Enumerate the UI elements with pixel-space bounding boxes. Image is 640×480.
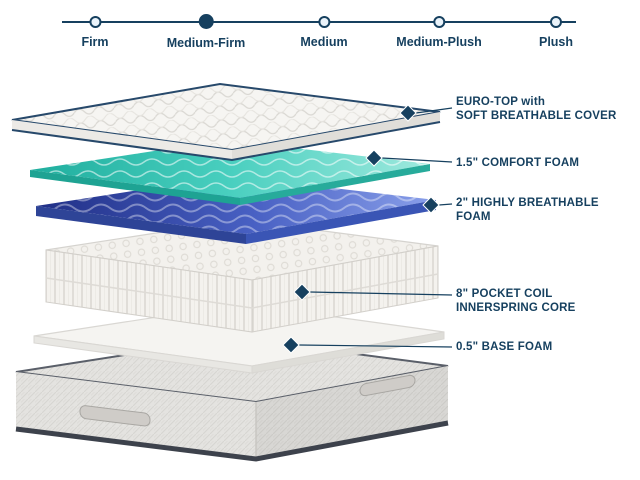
foundation-handle-left — [79, 405, 151, 427]
label-euro-top-line1: EURO-TOP with — [456, 96, 546, 108]
firmness-label-plush[interactable]: Plush — [538, 35, 574, 49]
euro-top-layer — [11, 82, 441, 162]
euro-top-piping — [11, 121, 441, 162]
firmness-label-medium-plush[interactable]: Medium-Plush — [396, 35, 482, 49]
firmness-dot-firm[interactable] — [89, 16, 101, 28]
firmness-scale: Firm Medium-Firm Medium Medium-Plush Plu… — [0, 6, 640, 58]
leader-lines — [298, 107, 453, 348]
firmness-label-medium-firm[interactable]: Medium-Firm — [166, 36, 246, 50]
label-pocket-coil: 8" POCKET COIL INNERSPRING CORE — [456, 288, 640, 315]
diamond-comfort-foam — [365, 149, 383, 167]
label-euro-top-line2: SOFT BREATHABLE COVER — [456, 109, 617, 122]
diamond-pocket-coil — [293, 283, 311, 301]
pocket-coil-layer — [45, 219, 439, 333]
diamond-breathable-foam — [422, 196, 440, 214]
comfort-foam-layer — [30, 140, 430, 205]
label-comfort-foam: 1.5" COMFORT FOAM — [456, 157, 640, 171]
diamond-euro-top — [399, 104, 417, 122]
label-comfort-foam-line1: 1.5" COMFORT FOAM — [456, 157, 580, 169]
label-euro-top: EURO-TOP with SOFT BREATHABLE COVER — [456, 96, 640, 123]
firmness-dot-medium[interactable] — [317, 16, 330, 28]
firmness-stop-firm[interactable]: Firm — [81, 6, 109, 49]
label-pocket-coil-line1: 8" POCKET COIL — [456, 288, 553, 300]
diamond-markers — [282, 104, 440, 354]
label-breathable-foam-line1: 2" HIGHLY BREATHABLE — [456, 197, 599, 209]
firmness-stop-medium-firm[interactable]: Medium-Firm — [167, 6, 245, 50]
foundation-piping — [15, 420, 449, 462]
firmness-label-firm[interactable]: Firm — [81, 35, 109, 49]
firmness-stop-plush[interactable]: Plush — [539, 6, 573, 49]
firmness-label-medium[interactable]: Medium — [300, 35, 348, 49]
label-base-foam: 0.5" BASE FOAM — [456, 341, 640, 355]
foundation-handle-right — [359, 374, 416, 397]
firmness-stop-medium[interactable]: Medium — [300, 6, 348, 49]
base-foam-layer — [33, 303, 445, 374]
firmness-stop-medium-plush[interactable]: Medium-Plush — [396, 6, 482, 49]
label-breathable-foam-line2: FOAM — [456, 210, 491, 223]
diamond-base-foam — [282, 336, 300, 354]
firmness-dot-medium-plush[interactable] — [432, 16, 445, 28]
firmness-dot-plush[interactable] — [549, 16, 562, 28]
label-breathable-foam: 2" HIGHLY BREATHABLE FOAM — [456, 197, 640, 224]
firmness-dot-medium-firm[interactable] — [198, 14, 214, 29]
label-base-foam-line1: 0.5" BASE FOAM — [456, 341, 553, 353]
label-pocket-coil-line2: INNERSPRING CORE — [456, 301, 576, 314]
